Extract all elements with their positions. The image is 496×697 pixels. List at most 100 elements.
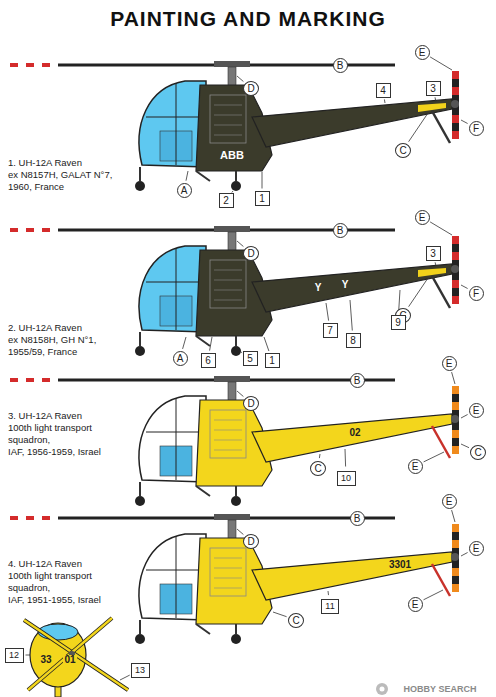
leader-line (461, 120, 468, 124)
callout-number: 13 (131, 663, 150, 678)
callout-letter: D (243, 534, 259, 549)
callout-letter: C (395, 143, 411, 158)
leader-line (186, 171, 188, 181)
helicopter-top-view (24, 618, 128, 697)
leader-line (326, 303, 329, 321)
callout-number: 3 (426, 81, 441, 96)
callout-letter: E (408, 597, 423, 612)
caption-block: 2. UH-12A Ravenex N8158H, GH N°1,1955/59… (8, 322, 134, 358)
leader-line (350, 300, 352, 331)
caption-line: 1. UH-12A Raven (8, 157, 134, 169)
callout-letter: E (469, 403, 484, 418)
leader-line (26, 655, 31, 656)
leader-line (345, 449, 347, 467)
caption-line: 100th light transport squadron, (8, 422, 134, 446)
callout-letter: B (333, 223, 348, 238)
aircraft-marking: 02 (348, 428, 361, 438)
leader-line (237, 529, 243, 535)
watermark-logo (376, 683, 388, 695)
callout-number: 6 (201, 353, 216, 368)
callout-number: 11 (321, 599, 339, 614)
callout-letter: F (469, 121, 484, 136)
caption-line: ex N8158H, GH N°1, (8, 334, 134, 346)
callout-letter: F (469, 286, 484, 301)
leader-line (435, 97, 436, 102)
callout-number: 1 (255, 191, 270, 206)
leader-line (328, 591, 330, 595)
leader-line (461, 444, 469, 448)
leader-line (264, 337, 269, 351)
callout-number: 8 (346, 333, 361, 348)
aircraft-marking: 33 (39, 655, 52, 665)
caption-line: IAF, 1951-1955, Israel (8, 594, 134, 606)
callout-letter: E (415, 45, 430, 60)
leader-line (461, 415, 468, 419)
leader-line (409, 278, 428, 307)
callout-letter: A (177, 183, 192, 198)
callout-letter: B (350, 373, 365, 388)
callout-letter: D (243, 396, 259, 411)
callout-letter: E (469, 541, 484, 556)
callout-letter: E (442, 356, 457, 371)
callout-number: 7 (323, 323, 338, 338)
caption-line: ex N8157H, GALAT N°7, (8, 169, 134, 181)
caption-line: 2. UH-12A Raven (8, 322, 134, 334)
leader-line (183, 337, 186, 349)
leader-line (461, 285, 468, 289)
callout-number: 12 (5, 648, 24, 663)
leader-line (273, 612, 287, 617)
leader-line (237, 391, 243, 397)
caption-block: 3. UH-12A Raven100th light transport squ… (8, 410, 134, 458)
watermark: HOBBY SEARCH (404, 684, 477, 694)
leader-line (430, 222, 452, 235)
aircraft-marking: 01 (63, 655, 76, 665)
caption-block: 1. UH-12A Ravenex N8157H, GALAT N°7,1960… (8, 157, 134, 193)
callout-number: 3 (426, 246, 441, 261)
leader-line (461, 553, 468, 557)
leader-line (319, 454, 321, 458)
callout-letter: D (243, 81, 259, 96)
leader-line (452, 510, 455, 522)
leader-line (435, 262, 437, 266)
aircraft-marking: ABB (219, 150, 245, 161)
helicopter-profile (10, 376, 459, 506)
title: PAINTING AND MARKING (0, 7, 496, 31)
caption-line: 1955/59, France (8, 346, 134, 358)
callout-number: 10 (337, 471, 356, 486)
caption-line: 3. UH-12A Raven (8, 410, 134, 422)
callout-number: 9 (391, 315, 406, 330)
callout-letter: D (243, 246, 259, 261)
leader-line (424, 590, 444, 600)
caption-line: 100th light transport squadron, (8, 570, 134, 594)
callout-letter: B (350, 511, 365, 526)
leader-line (120, 675, 130, 680)
caption-line: 1960, France (8, 181, 134, 193)
callout-letter: C (288, 613, 304, 628)
leader-line (452, 372, 455, 384)
callout-number: 1 (265, 353, 280, 368)
leader-line (430, 57, 452, 70)
aircraft-marking: Y (314, 283, 323, 293)
leader-line (384, 99, 386, 103)
caption-line: IAF, 1956-1959, Israel (8, 446, 134, 458)
callout-letter: A (173, 351, 188, 366)
caption-line: 4. UH-12A Raven (8, 558, 134, 570)
aircraft-marking: 3301 (388, 560, 412, 570)
callout-letter: C (310, 461, 326, 476)
callout-letter: C (470, 445, 486, 460)
leader-line (262, 172, 263, 189)
callout-number: 5 (243, 351, 258, 366)
callout-number: 2 (219, 193, 234, 208)
leader-line (237, 241, 243, 247)
callout-letter: E (415, 210, 430, 225)
leader-line (424, 452, 444, 462)
leader-line (237, 76, 243, 82)
aircraft-marking: Y (341, 280, 350, 290)
callout-number: 4 (376, 83, 391, 98)
leader-line (210, 337, 212, 351)
callout-letter: B (333, 58, 348, 73)
leader-line (409, 113, 428, 142)
caption-block: 4. UH-12A Raven100th light transport squ… (8, 558, 134, 606)
callout-letter: E (442, 494, 457, 509)
